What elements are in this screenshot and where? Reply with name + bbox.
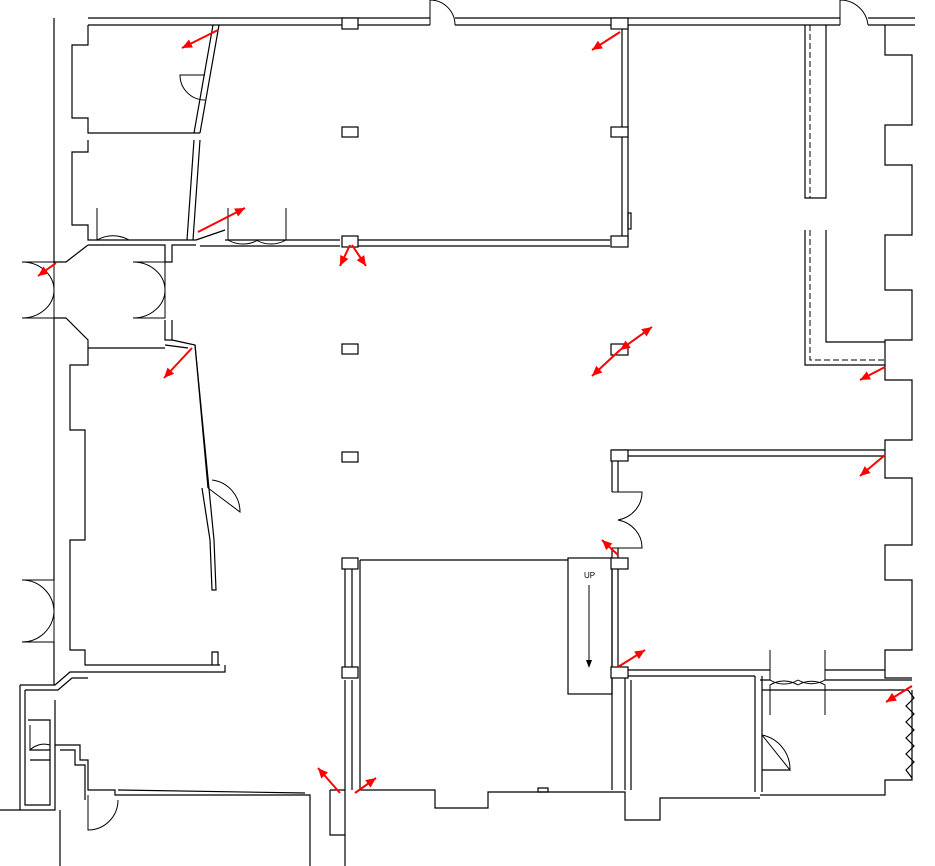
- arrow-head: [318, 768, 328, 779]
- door: [761, 734, 791, 772]
- interior-walls: [88, 24, 912, 793]
- column: [341, 343, 359, 355]
- door: [179, 74, 206, 101]
- arrow-head: [634, 650, 645, 660]
- door: [96, 208, 130, 241]
- stair-up-label: UP: [584, 571, 595, 580]
- arrow-head: [164, 367, 175, 378]
- column: [341, 126, 359, 138]
- arrow-head: [365, 778, 376, 788]
- arrow-head: [641, 327, 652, 337]
- arrow-head: [592, 40, 603, 50]
- column: [610, 449, 629, 462]
- outer-walls: [0, 17, 915, 866]
- doors: [21, 0, 869, 831]
- door: [255, 208, 287, 245]
- arrow-head: [234, 208, 245, 217]
- column: [341, 557, 359, 570]
- door: [132, 261, 166, 319]
- arrow-head: [38, 266, 49, 276]
- door: [227, 208, 259, 245]
- column: [610, 666, 629, 679]
- column: [610, 557, 629, 570]
- door: [429, 0, 456, 26]
- arrow-head: [182, 39, 193, 48]
- door: [21, 579, 55, 643]
- column: [610, 17, 629, 30]
- arrow-head: [356, 255, 366, 266]
- staircase: UP: [584, 571, 595, 668]
- column: [341, 451, 359, 463]
- arrow-head: [592, 365, 603, 376]
- door: [612, 491, 643, 549]
- door: [839, 0, 869, 26]
- door: [769, 680, 826, 715]
- arrow-head: [340, 255, 349, 266]
- door: [207, 479, 241, 513]
- door: [769, 650, 826, 685]
- door: [21, 261, 55, 319]
- arrow-head: [886, 692, 897, 702]
- column: [341, 17, 359, 30]
- direction-arrows: [37, 29, 913, 794]
- column: [610, 235, 629, 248]
- arrow-head: [602, 540, 613, 551]
- arrow-head: [860, 466, 871, 476]
- arrow-head: [860, 371, 871, 380]
- arrow-head: [620, 340, 631, 350]
- door: [29, 725, 51, 752]
- door: [87, 795, 119, 831]
- column: [341, 666, 359, 679]
- column: [610, 126, 629, 138]
